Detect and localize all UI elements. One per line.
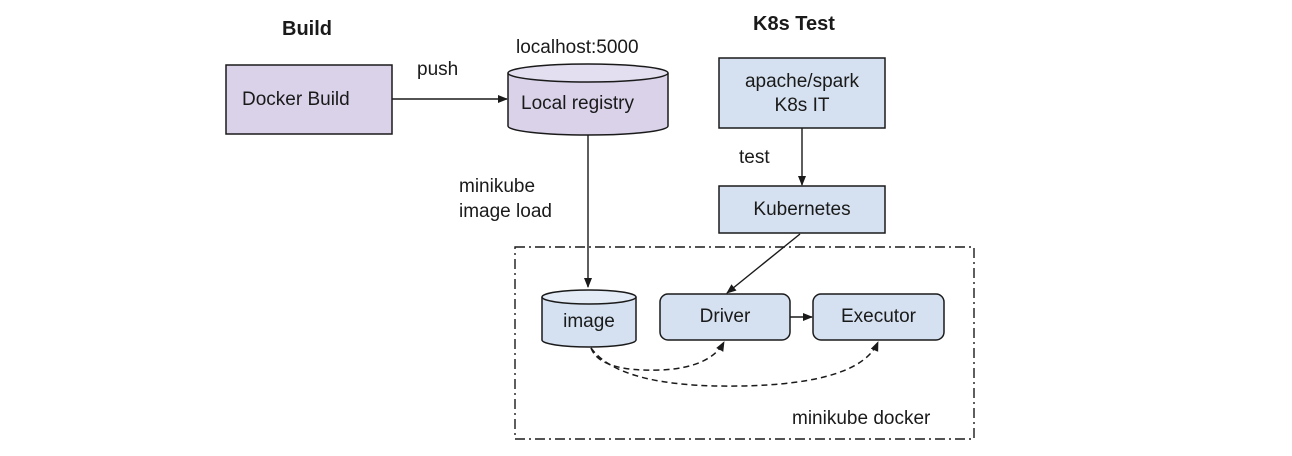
image-to-driver-dashed-arrow (590, 341, 725, 371)
executor-label: Executor (841, 306, 916, 327)
build-section-title: Build (282, 18, 332, 40)
image-cylinder[interactable] (541, 289, 637, 348)
image-label: image (563, 311, 615, 332)
spark-it-label-line2: K8s IT (774, 95, 830, 116)
minikube-load-label-line1: minikube (459, 176, 536, 197)
docker-build-box[interactable] (225, 64, 393, 135)
docker-build-label: Docker Build (242, 89, 350, 110)
local-registry-cylinder[interactable] (507, 63, 669, 136)
driver-label: Driver (699, 306, 751, 327)
minikube-docker-label: minikube docker (792, 408, 931, 429)
registry-host-label: localhost:5000 (516, 37, 639, 58)
minikube-docker-group (514, 246, 975, 440)
spark-it-label-line1: apache/spark (744, 71, 860, 92)
executor-box[interactable] (812, 293, 945, 341)
minikube-load-label-line2: image load (459, 201, 552, 222)
kubernetes-label: Kubernetes (753, 199, 851, 220)
kubernetes-box[interactable] (718, 185, 886, 234)
kubernetes-to-driver-arrow (726, 233, 801, 294)
image-to-executor-dashed-arrow (590, 341, 879, 387)
test-label: test (739, 147, 770, 168)
k8s-test-section-title: K8s Test (753, 13, 835, 35)
push-label: push (417, 59, 459, 80)
local-registry-label: Local registry (521, 93, 634, 114)
